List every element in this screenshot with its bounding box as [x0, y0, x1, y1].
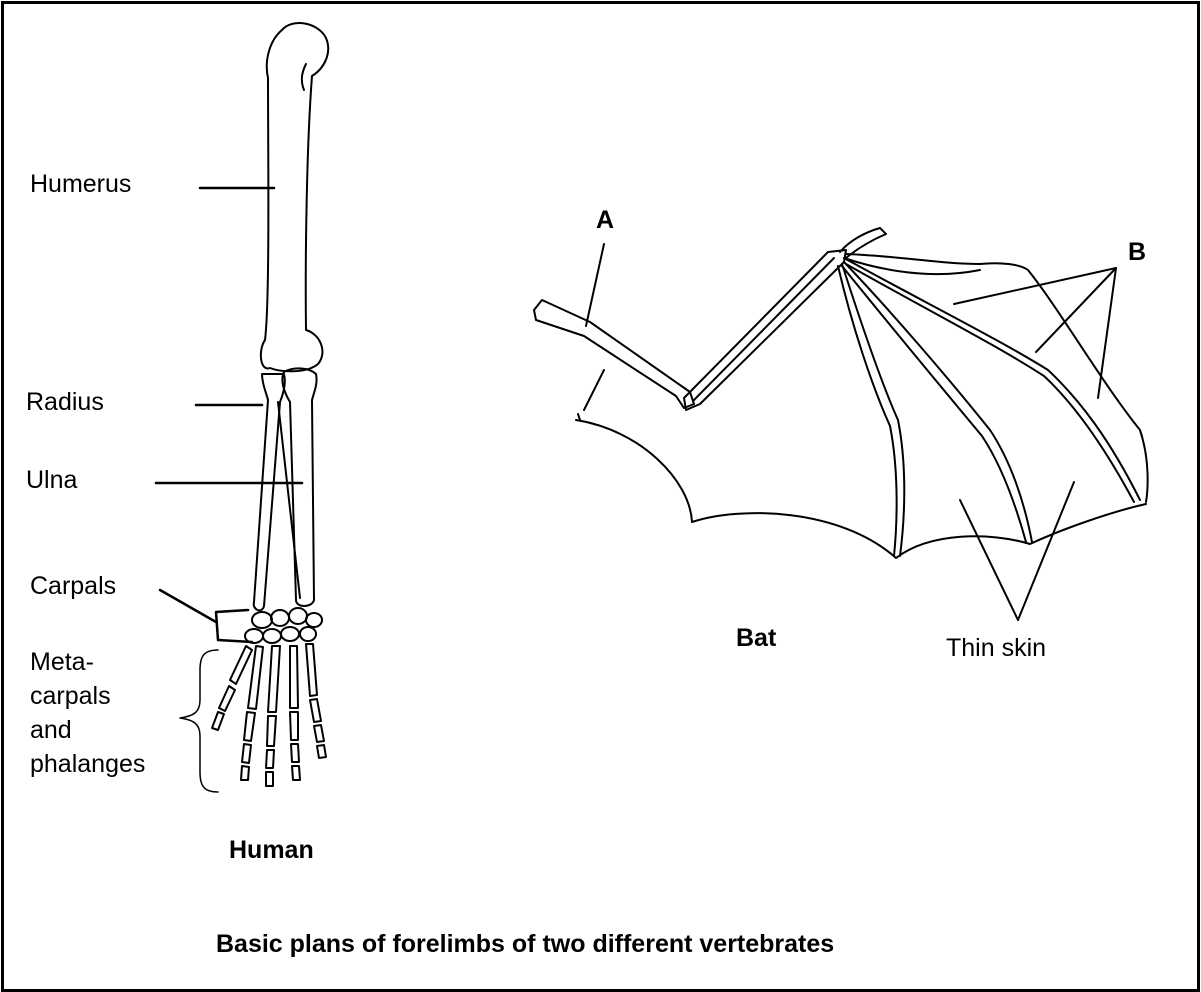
wing-membrane-edge [576, 420, 1146, 558]
label-carpals: Carpals [30, 572, 116, 602]
human-arm-drawing [156, 23, 328, 792]
label-meta-line3: and [30, 716, 72, 746]
humerus-bone [261, 23, 328, 371]
bat-digit [844, 258, 1140, 500]
bat-humerus-bone [534, 300, 694, 408]
radius-bone [254, 374, 285, 610]
meta-brace [180, 650, 218, 792]
label-b: B [1128, 238, 1146, 268]
bat-wing-drawing [534, 228, 1148, 620]
human-title: Human [229, 836, 314, 866]
label-meta-line4: phalanges [30, 750, 145, 780]
label-meta-line1: Meta- [30, 648, 94, 678]
label-thin-skin: Thin skin [946, 634, 1046, 664]
carpals-bones [245, 608, 322, 643]
bat-title: Bat [736, 624, 776, 654]
label-humerus: Humerus [30, 170, 131, 200]
label-ulna: Ulna [26, 466, 77, 496]
label-a: A [596, 206, 614, 236]
fingers-bones [212, 644, 326, 786]
label-meta-line2: carpals [30, 682, 111, 712]
figure-caption: Basic plans of forelimbs of two differen… [216, 930, 834, 960]
label-radius: Radius [26, 388, 104, 418]
